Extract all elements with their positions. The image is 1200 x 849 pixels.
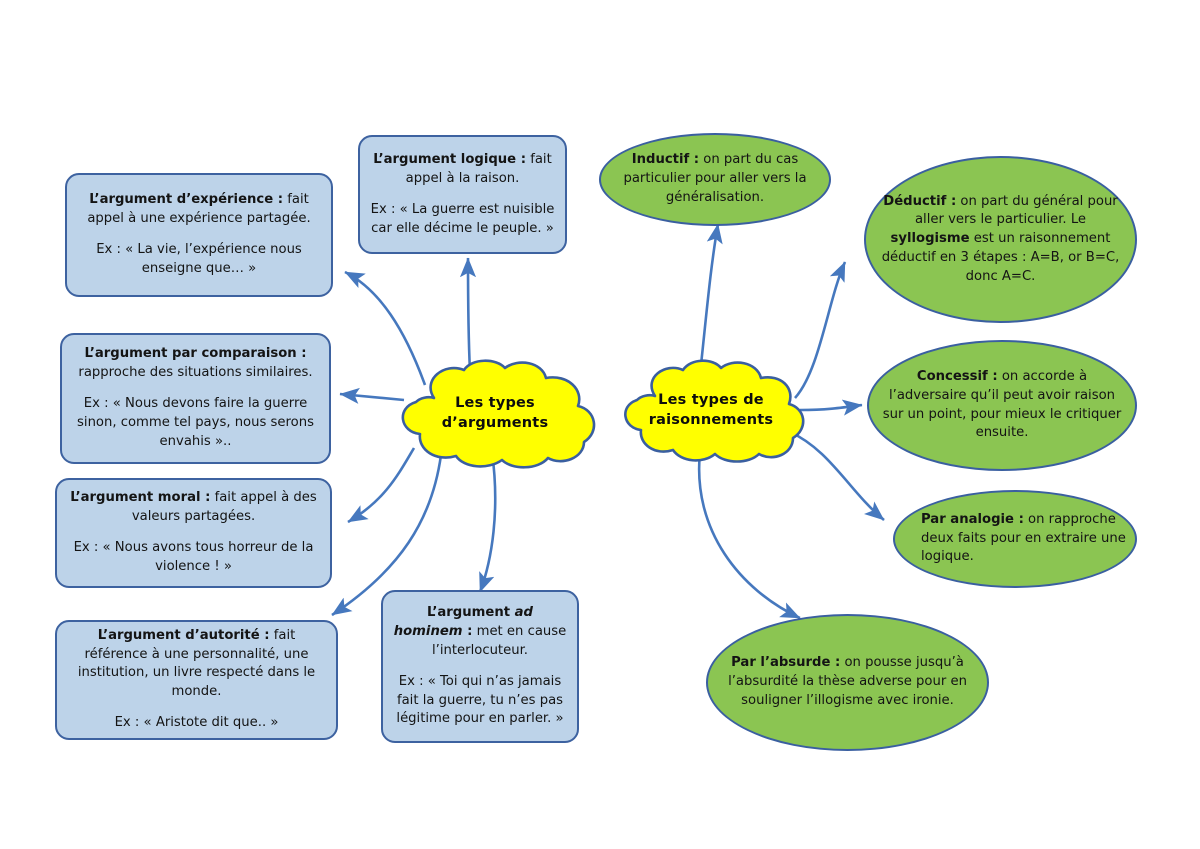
argument-experience-example: Ex : « La vie, l’expérience nous enseign… xyxy=(96,242,302,276)
raisonnement-par-analogie-term: Par analogie : xyxy=(921,511,1024,527)
argument-moral-term: L’argument moral : xyxy=(70,490,211,506)
types-arguments-cloud[interactable]: Les types d’arguments xyxy=(388,358,602,470)
types-raisonnements-label: Les types de raisonnements xyxy=(613,358,809,464)
connector-to-ad-hominem xyxy=(478,451,497,593)
raisonnement-deductif-emphasis: syllogisme xyxy=(890,231,970,247)
raisonnement-par-absurde-term: Par l’absurde : xyxy=(731,655,841,671)
argument-logique-definition: fait appel à la raison. xyxy=(405,151,552,186)
argument-ad-hominem-definition: met en cause l’interlocuteur. xyxy=(432,623,567,658)
raisonnement-concessif-ellipse[interactable]: Concessif : on accorde à l’adversaire qu… xyxy=(867,340,1137,471)
connector-to-inductif xyxy=(698,223,723,375)
types-arguments-label: Les types d’arguments xyxy=(388,358,602,470)
argument-comparaison-box[interactable]: L’argument par comparaison : rapproche d… xyxy=(60,333,331,464)
cloud-shape xyxy=(624,359,805,463)
argument-experience-definition: fait appel à une expérience partagée. xyxy=(87,192,311,226)
argument-comparaison-term: L’argument par comparaison : xyxy=(84,346,307,362)
argument-comparaison-example: Ex : « Nous devons faire la guerre sinon… xyxy=(77,396,314,449)
argument-ad-hominem-example: Ex : « Toi qui n’as jamais fait la guerr… xyxy=(396,673,564,727)
raisonnement-par-analogie-ellipse[interactable]: Par analogie : on rapproche deux faits p… xyxy=(893,490,1137,588)
raisonnement-inductif-ellipse[interactable]: Inductif : on part du cas particulier po… xyxy=(599,133,831,226)
spacer xyxy=(76,229,322,242)
argument-autorite-definition: fait référence à une personnalité, une i… xyxy=(77,627,316,700)
spacer xyxy=(392,660,568,673)
raisonnement-deductif-definition-1: on part du général pour aller vers le pa… xyxy=(914,193,1118,228)
raisonnement-deductif-term: Déductif : xyxy=(883,193,957,209)
raisonnement-inductif-term: Inductif : xyxy=(631,152,700,168)
types-raisonnements-cloud[interactable]: Les types de raisonnements xyxy=(613,358,809,464)
types-arguments-line1: Les types xyxy=(455,395,535,412)
argument-moral-definition: fait appel à des valeurs partagées. xyxy=(131,490,317,524)
argument-experience-term: L’argument d’expérience : xyxy=(89,192,284,208)
connector-to-concessif xyxy=(799,399,863,416)
argument-ad-hominem-term-italic: ad hominem xyxy=(393,605,533,639)
argument-moral-box[interactable]: L’argument moral : fait appel à des vale… xyxy=(55,478,332,588)
argument-experience-box[interactable]: L’argument d’expérience : fait appel à u… xyxy=(65,173,333,297)
cloud-shape xyxy=(401,359,596,469)
raisonnement-deductif-ellipse[interactable]: Déductif : on part du général pour aller… xyxy=(864,156,1137,323)
spacer xyxy=(66,527,321,540)
argument-ad-hominem-term-prefix: L’argument xyxy=(427,605,515,621)
connector-to-par-absurde xyxy=(697,451,801,620)
spacer xyxy=(71,383,320,396)
spacer xyxy=(369,188,556,201)
argument-autorite-box[interactable]: L’argument d’autorité : fait référence à… xyxy=(55,620,338,740)
raisonnement-deductif-definition-2: est un raisonnement déductif en 3 étapes… xyxy=(881,231,1120,284)
argument-moral-example: Ex : « Nous avons tous horreur de la vio… xyxy=(73,540,314,574)
argument-comparaison-definition: rapproche des situations similaires. xyxy=(78,365,313,381)
raisonnement-concessif-term: Concessif : xyxy=(916,369,998,385)
argument-autorite-term: L’argument d’autorité : xyxy=(97,627,270,643)
raisonnement-inductif-definition: on part du cas particulier pour aller ve… xyxy=(623,152,807,205)
argument-ad-hominem-box[interactable]: L’argument ad hominem : met en cause l’i… xyxy=(381,590,579,743)
raisonnement-concessif-definition: on accorde à l’adversaire qu’il peut avo… xyxy=(882,369,1122,441)
argument-logique-term: L’argument logique : xyxy=(373,151,526,167)
types-raisonnements-line2: raisonnements xyxy=(648,412,774,428)
types-raisonnements-line1: Les types de xyxy=(658,392,764,409)
raisonnement-par-analogie-definition: on rapproche deux faits pour en extraire… xyxy=(921,511,1126,565)
types-arguments-line2: d’arguments xyxy=(441,415,549,431)
argument-ad-hominem-term-suffix: : xyxy=(462,623,473,639)
connector-to-logique xyxy=(459,257,477,373)
raisonnement-par-absurde-definition: on pousse jusqu’à l’absurdité la thèse a… xyxy=(728,655,967,708)
argument-logique-example: Ex : « La guerre est nuisible car elle d… xyxy=(370,201,555,236)
spacer xyxy=(66,702,327,715)
argument-autorite-example: Ex : « Aristote dit que.. » xyxy=(114,715,279,731)
argument-logique-box[interactable]: L’argument logique : fait appel à la rai… xyxy=(358,135,567,254)
raisonnement-par-absurde-ellipse[interactable]: Par l’absurde : on pousse jusqu’à l’absu… xyxy=(706,614,989,751)
